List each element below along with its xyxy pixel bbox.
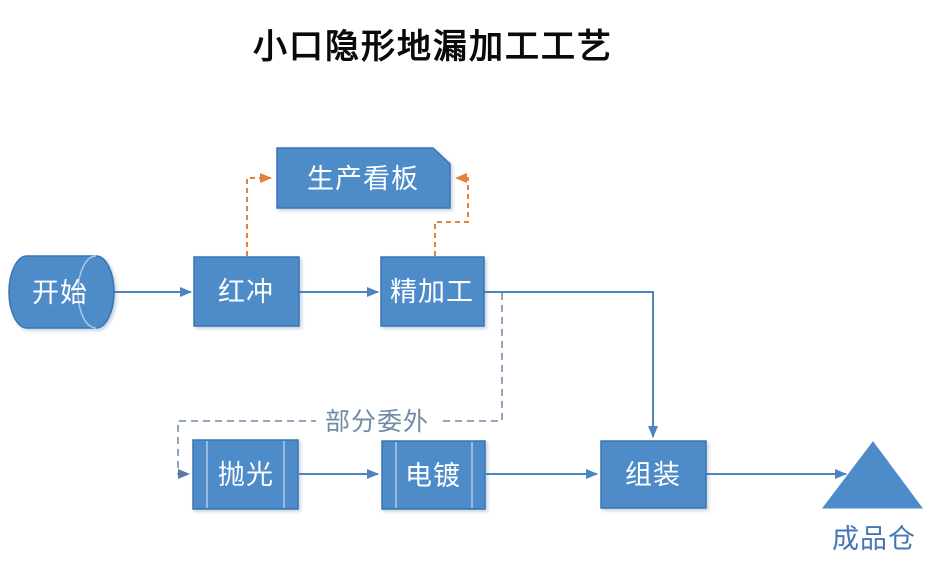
- start-cylinder-face-arc: [77, 255, 97, 329]
- node-polishing: 抛光: [192, 439, 299, 510]
- node-start: 开始: [8, 255, 115, 329]
- warehouse-triangle: [821, 441, 923, 509]
- node-plating: 电镀: [381, 440, 486, 510]
- node-plating-label: 电镀: [405, 461, 461, 491]
- edge-finishing-to-kanban: [434, 173, 469, 256]
- node-warehouse-label: 成品仓: [832, 524, 916, 554]
- node-hot-forging-label: 红冲: [218, 277, 274, 307]
- finishing-rect: [380, 256, 485, 327]
- assembly-rect: [600, 440, 707, 509]
- node-assembly-label: 组装: [625, 460, 681, 490]
- edge-label-background: [316, 405, 438, 437]
- node-start-label: 开始: [32, 278, 88, 308]
- page-title: 小口隐形地漏加工工艺: [253, 28, 613, 66]
- node-hot-forging: 红冲: [193, 256, 300, 327]
- plating-rect: [381, 440, 486, 510]
- kanban-card-shape: [276, 147, 451, 209]
- node-finishing: 精加工: [380, 256, 485, 327]
- node-kanban: 生产看板: [276, 147, 451, 209]
- edge-finishing-to-assembly: [484, 291, 658, 438]
- connectors: 部分委外: [114, 173, 847, 479]
- hot-forging-rect: [193, 256, 300, 327]
- edge-finishing-to-polishing-outsourced: [177, 293, 503, 479]
- node-assembly: 组装: [600, 440, 707, 509]
- node-warehouse: 成品仓: [821, 441, 923, 554]
- edge-label-outsourced: 部分委外: [325, 408, 429, 436]
- node-kanban-label: 生产看板: [307, 164, 419, 194]
- edge-hot-forging-to-kanban: [246, 173, 272, 256]
- polishing-rect: [192, 439, 299, 510]
- node-polishing-label: 抛光: [218, 460, 274, 490]
- node-finishing-label: 精加工: [390, 277, 474, 307]
